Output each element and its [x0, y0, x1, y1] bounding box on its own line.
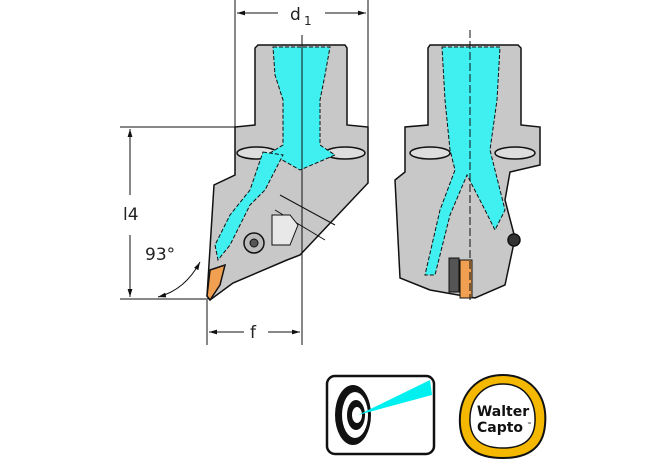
- front-view-right: [394, 44, 541, 299]
- dimension-angle-label: 93°: [145, 245, 175, 265]
- internal-coolant-icon: [325, 374, 436, 456]
- side-view-left: [206, 44, 369, 302]
- insert: [206, 263, 227, 302]
- dimension-l4-label: l4: [123, 205, 139, 225]
- walter-capto-logo: Walter Capto ™: [458, 373, 547, 460]
- dimension-f: [206, 300, 300, 345]
- svg-text:™: ™: [527, 422, 532, 428]
- svg-text:Capto: Capto: [477, 420, 523, 436]
- dimension-d1-subscript: 1: [304, 14, 312, 28]
- svg-text:Walter: Walter: [477, 404, 529, 420]
- dimension-l4: [120, 126, 235, 300]
- dimension-angle: [157, 261, 201, 298]
- dimension-d1: [234, 0, 369, 127]
- dimension-f-label: f: [250, 323, 257, 343]
- dimension-d1-label: d: [290, 5, 301, 25]
